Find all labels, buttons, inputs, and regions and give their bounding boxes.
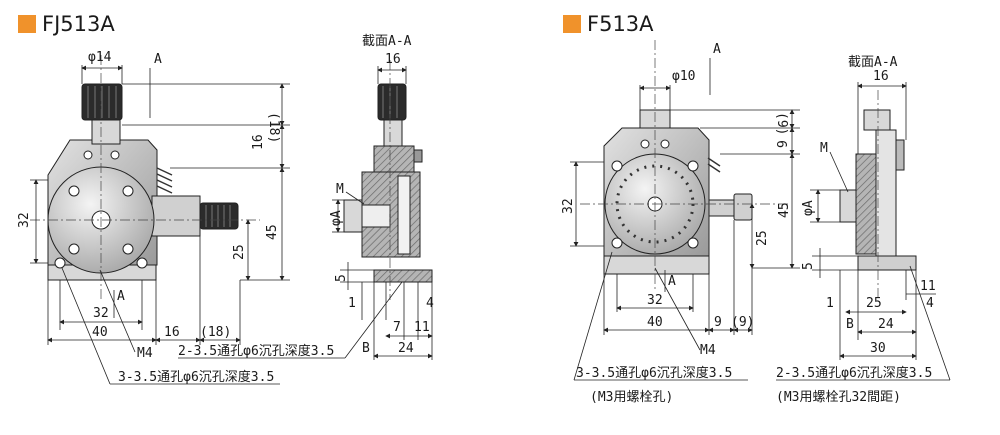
left-section-dim-7: 7 [393, 320, 401, 335]
left-dim-32-horizontal: 32 [93, 306, 109, 321]
left-top-knob-collar [91, 117, 121, 145]
left-section-upper-block [373, 145, 415, 173]
right-front-view [580, 40, 790, 290]
left-dim-16: 16 [251, 134, 266, 150]
right-note-2: 2-3.5通孔φ6沉孔深度3.5 [776, 365, 932, 381]
right-section-dim-4: 4 [926, 296, 934, 311]
left-dim-18-bottom: (18) [200, 325, 231, 340]
left-section-dim-4: 4 [426, 296, 434, 311]
left-dim-phi14: φ14 [88, 50, 112, 65]
right-front-dimensions: A φ10 (9) 9 45 25 32 32 A 40 9 (9) M4 [561, 42, 800, 358]
left-section-mark-top: A [154, 52, 162, 67]
left-section-boss [343, 199, 363, 233]
left-side-adjuster-block [151, 195, 201, 237]
left-spring-icon [156, 167, 173, 194]
right-label-m4: M4 [700, 343, 716, 358]
left-section-dim-11: 11 [414, 320, 430, 335]
right-section-dim-11: 11 [920, 279, 936, 294]
right-title-marker [563, 15, 581, 33]
left-section-dim-16: 16 [385, 52, 401, 67]
right-section-label-b: B [846, 317, 854, 332]
right-section-knob [863, 109, 891, 131]
right-dim-phi10: φ10 [672, 69, 695, 84]
left-body-screws [54, 150, 148, 269]
right-section-view: 截面A-A 16 M φA 5 11 1 25 4 B 24 30 [801, 55, 936, 360]
right-section-dim-16: 16 [873, 69, 889, 84]
left-notes: 2-3.5通孔φ6沉孔深度3.5 3-3.5通孔φ6沉孔深度3.5 [61, 267, 403, 385]
left-side-knob-knurl [205, 205, 231, 227]
left-dim-25: 25 [232, 244, 247, 260]
left-title: FJ513A [18, 12, 115, 36]
right-section-slide [875, 129, 897, 259]
left-section-label-b: B [362, 341, 370, 356]
right-section-base [857, 255, 917, 271]
left-front-view [30, 55, 260, 300]
left-dim-16-bottom: 16 [164, 325, 180, 340]
left-leader-m4 [99, 269, 136, 353]
right-section-dim-30: 30 [870, 341, 886, 356]
right-section-body [855, 153, 877, 255]
left-section-base [373, 269, 433, 283]
left-dim-18: (18) [266, 112, 281, 143]
right-note-1: 3-3.5通孔φ6沉孔深度3.5 [576, 365, 732, 381]
right-dim-9-paren-bottom: (9) [731, 315, 754, 330]
right-title-text: F513A [587, 12, 654, 36]
right-dim-32-vertical: 32 [561, 198, 576, 214]
right-dim-9-bottom: 9 [714, 315, 722, 330]
left-dim-45: 45 [265, 224, 280, 240]
right-section-title: 截面A-A [848, 55, 898, 70]
right-note-2-sub: (M3用螺栓孔32間距) [776, 390, 901, 405]
right-section-mark-bottom: A [668, 274, 676, 289]
right-side-knob [733, 193, 753, 221]
right-dim-32-horizontal: 32 [647, 293, 663, 308]
left-section-label-m: M [336, 182, 344, 197]
left-section-title: 截面A-A [362, 34, 412, 49]
left-section-mark-bottom: A [117, 289, 125, 304]
left-title-text: FJ513A [42, 12, 115, 36]
right-dim-9-paren: (9) [774, 112, 789, 135]
right-section-dim-25: 25 [866, 296, 882, 311]
left-front-dimensions: φ14 A (18) 16 45 25 32 32 A 40 16 (18) [17, 50, 290, 361]
left-section-view: 截面A-A 16 M φA 5 1 4 7 11 B 24 [329, 34, 434, 360]
right-dim-25: 25 [755, 230, 770, 246]
right-notes: 3-3.5通孔φ6沉孔深度3.5 (M3用螺栓孔) 2-3.5通孔φ6沉孔深度3… [573, 251, 951, 405]
right-section-label-m: M [820, 141, 828, 156]
right-screws [611, 139, 699, 249]
right-title: F513A [563, 12, 654, 36]
left-section-dim-24: 24 [398, 341, 414, 356]
left-dim-40: 40 [92, 325, 108, 340]
right-note-1-sub: (M3用螺栓孔) [590, 390, 673, 405]
right-section-dim-24: 24 [878, 317, 894, 332]
left-note-2: 3-3.5通孔φ6沉孔深度3.5 [118, 369, 274, 385]
right-dim-9: 9 [776, 140, 791, 148]
right-section-boss [839, 189, 857, 223]
left-label-m4: M4 [137, 346, 153, 361]
left-section-dim-5: 5 [334, 274, 349, 282]
left-note-1: 2-3.5通孔φ6沉孔深度3.5 [178, 343, 334, 359]
right-section-dim-1: 1 [826, 296, 834, 311]
right-section-mark-top: A [713, 42, 721, 57]
left-section-knob [377, 83, 407, 121]
right-dim-40: 40 [647, 315, 663, 330]
left-section-dim-1: 1 [348, 296, 356, 311]
left-plate-screws [68, 185, 134, 255]
left-top-knob-knurl [87, 86, 117, 118]
left-dim-32-vertical: 32 [17, 212, 32, 228]
left-section-dim-phiA: φA [329, 210, 344, 226]
left-side-knob [199, 202, 239, 230]
right-section-dim-5: 5 [801, 262, 816, 270]
left-title-marker [18, 15, 36, 33]
right-dim-45: 45 [777, 202, 792, 218]
right-section-dim-phiA: φA [801, 200, 816, 216]
